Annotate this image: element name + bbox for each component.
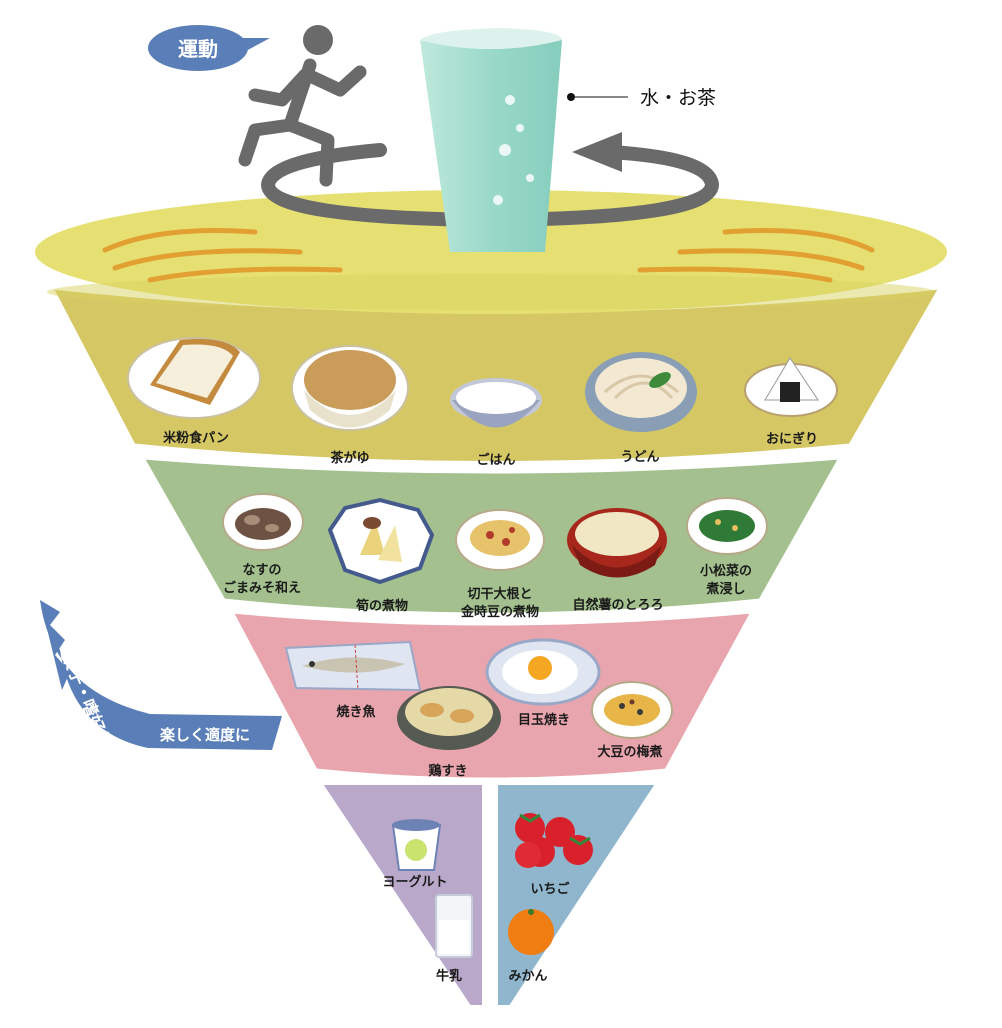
grains-label-4: おにぎり: [766, 431, 818, 447]
exercise-bubble: 運動: [148, 25, 270, 71]
udon-icon: [585, 352, 697, 432]
sides-label-4a: 小松菜の: [700, 563, 752, 579]
sides-label-3: 自然薯のとろろ: [572, 597, 663, 613]
water-label: 水・お茶: [640, 87, 716, 109]
yakizakana-icon: [284, 640, 422, 692]
exercise-label: 運動: [178, 37, 218, 61]
komatsuna-icon: [686, 497, 768, 555]
mains-label-3: 大豆の梅煮: [597, 744, 662, 760]
strawberry-icon: [515, 813, 593, 868]
grains-label-2: ごはん: [476, 452, 515, 468]
mains-label-1: 目玉焼き: [518, 712, 570, 728]
dairy-label-0: ヨーグルト: [382, 874, 447, 890]
fruit-label-1: みかん: [508, 969, 547, 984]
sides-label-2b: 金時豆の煮物: [460, 604, 539, 620]
chagayu-icon: [291, 345, 409, 431]
grains-label-0: 米粉食パン: [163, 430, 229, 446]
mains-tier: [229, 610, 755, 781]
sides-label-1: 筍の煮物: [355, 598, 408, 614]
sides-label-0a: なすの: [242, 563, 281, 578]
onigiri-icon: [744, 357, 838, 417]
daizu-icon: [591, 681, 673, 739]
nasu-icon: [222, 493, 304, 551]
banner-line2: 楽しく適度に: [160, 726, 250, 744]
milk-icon: [435, 894, 473, 958]
kiriboshi-icon: [455, 509, 545, 571]
mikan-icon: [508, 909, 554, 955]
sides-label-4b: 煮浸し: [705, 581, 745, 597]
mains-label-0: 焼き魚: [336, 704, 375, 720]
yogurt-icon: [391, 819, 442, 871]
fruit-label-0: いちご: [530, 881, 570, 897]
rice-bowl-icon: [450, 378, 542, 428]
torisuki-icon: [397, 686, 501, 750]
medamayaki-icon: [485, 638, 601, 706]
sides-label-2a: 切干大根と: [467, 586, 532, 602]
mains-label-2: 鶏すき: [428, 763, 467, 779]
ripples: [102, 227, 875, 283]
water-pointer-dot: [567, 93, 575, 101]
takenoko-icon: [327, 497, 435, 585]
grains-label-1: 茶がゆ: [330, 450, 369, 466]
dairy-label-1: 牛乳: [436, 968, 462, 984]
water-glass-icon: [420, 28, 562, 252]
bread-icon: [127, 337, 261, 419]
runner-icon: [238, 25, 367, 187]
top-disc-shadow: [47, 274, 935, 310]
grains-label-3: うどん: [620, 450, 659, 465]
tororo-icon: [567, 508, 667, 578]
sides-label-0b: ごまみそ和え: [223, 580, 301, 596]
